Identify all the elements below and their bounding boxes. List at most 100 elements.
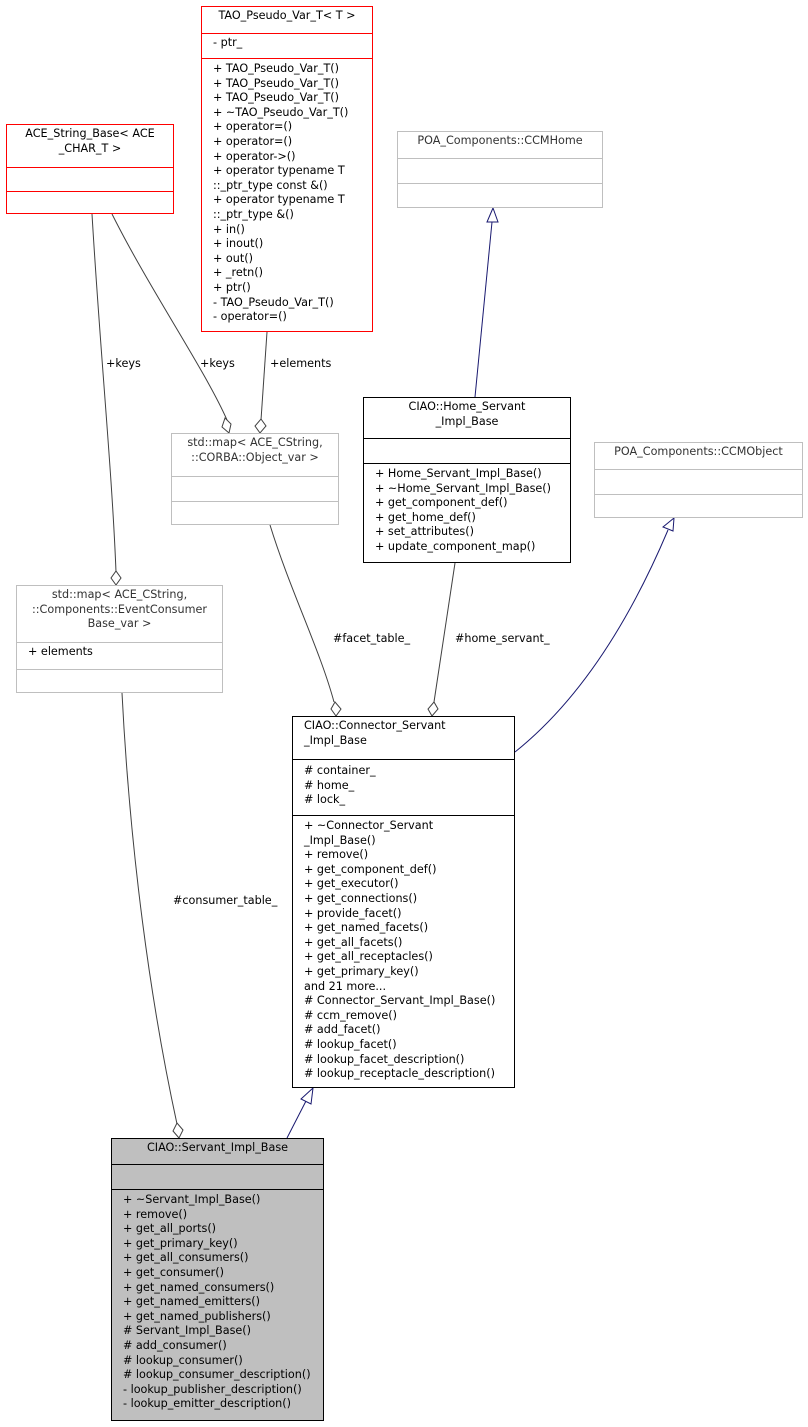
class-member: - operator=() (213, 310, 287, 324)
class-member: # Servant_Impl_Base() (123, 1324, 252, 1338)
class-member: # lookup_consumer_description() (123, 1368, 311, 1382)
class-member: # lookup_facet_description() (304, 1052, 465, 1066)
class-member: + operator=() (213, 120, 293, 134)
class-member: + TAO_Pseudo_Var_T() (213, 76, 340, 90)
edge-home-servant-diamond (427, 701, 439, 717)
class-member: # add_consumer() (123, 1338, 227, 1352)
class-methods (172, 501, 338, 524)
class-member: + set_attributes() (375, 525, 474, 539)
class-attributes (595, 469, 802, 494)
class-title: std::map< ACE_CString, ::Components::Eve… (32, 588, 207, 631)
class-member: + operator typename T (213, 193, 345, 207)
edge-elements (260, 331, 268, 421)
class-member: # lock_ (304, 793, 346, 807)
class-attributes (364, 438, 570, 463)
class-member: + operator->() (213, 149, 296, 163)
class-map-object-var[interactable]: std::map< ACE_CString, ::CORBA::Object_v… (171, 433, 339, 525)
class-member: # lookup_receptacle_description() (304, 1067, 495, 1081)
class-ccm-object[interactable]: POA_Components::CCMObject (594, 442, 803, 518)
class-member: + get_all_consumers() (123, 1251, 249, 1265)
class-connector-servant[interactable]: CIAO::Connector_Servant _Impl_Base # con… (292, 716, 515, 1088)
class-member: + _retn() (213, 266, 263, 280)
class-member: + elements (28, 645, 93, 658)
class-methods: + ~Connector_Servant_Impl_Base()+ remove… (293, 815, 514, 1084)
class-member: + remove() (304, 848, 369, 862)
edge-consumer-table (121, 692, 178, 1125)
edge-consumer-table-diamond (172, 1122, 184, 1139)
class-attributes (172, 476, 338, 501)
class-member: + provide_facet() (304, 906, 402, 920)
edge-label-facet-table: #facet_table_ (333, 632, 411, 645)
class-member: + out() (213, 251, 253, 265)
class-member: + get_primary_key() (123, 1236, 238, 1250)
class-servant-impl-base[interactable]: CIAO::Servant_Impl_Base + ~Servant_Impl_… (111, 1138, 324, 1421)
class-member: + TAO_Pseudo_Var_T() (213, 91, 340, 105)
edge-label-home-servant: #home_servant_ (455, 632, 550, 645)
edge-label-consumer-table: #consumer_table_ (173, 894, 278, 907)
class-map-event-consumer[interactable]: std::map< ACE_CString, ::Components::Eve… (16, 585, 223, 693)
class-title: std::map< ACE_CString, ::CORBA::Object_v… (187, 436, 323, 464)
class-attributes (112, 1164, 323, 1189)
class-member: # container_ (304, 764, 376, 777)
class-member: + ~TAO_Pseudo_Var_T() (213, 105, 349, 119)
class-member: - TAO_Pseudo_Var_T() (213, 295, 334, 309)
class-member: + get_all_facets() (304, 935, 403, 949)
class-title: POA_Components::CCMObject (614, 445, 783, 458)
class-member: + get_consumer() (123, 1265, 225, 1279)
class-member: + TAO_Pseudo_Var_T() (213, 62, 340, 75)
class-methods (17, 669, 222, 692)
class-attributes: + elements (17, 642, 222, 669)
class-member: + get_named_publishers() (123, 1309, 271, 1323)
class-title: CIAO::Servant_Impl_Base (146, 1141, 289, 1154)
class-methods: + TAO_Pseudo_Var_T()+ TAO_Pseudo_Var_T()… (202, 58, 372, 327)
class-member: + inout() (213, 237, 264, 251)
class-methods: + ~Servant_Impl_Base()+ remove() + get_al… (112, 1189, 323, 1414)
class-title: POA_Components::CCMHome (417, 134, 583, 147)
edge-servant-connector (286, 1100, 307, 1139)
class-member: # lookup_facet() (304, 1037, 397, 1051)
class-member: + operator=() (213, 134, 293, 148)
class-member: + get_connections() (304, 891, 418, 905)
class-ccm-home[interactable]: POA_Components::CCMHome (397, 131, 603, 208)
class-home-servant[interactable]: CIAO::Home_Servant _Impl_Base + Home_Ser… (363, 397, 571, 563)
class-member: ::_ptr_type const &() (213, 178, 328, 192)
edge-connector-ccmobject (514, 529, 669, 753)
edge-elements-diamond (254, 418, 267, 434)
edge-facet-table-diamond (330, 701, 342, 717)
class-methods (398, 183, 602, 207)
class-attributes: # container_# home_# lock_ (293, 759, 514, 815)
class-member: + Home_Servant_Impl_Base() (375, 467, 542, 480)
class-member: + get_named_consumers() (123, 1280, 275, 1294)
edge-label-elements: +elements (270, 357, 332, 370)
edge-label-keys-right: +keys (200, 357, 235, 370)
class-tao-pseudo-var[interactable]: TAO_Pseudo_Var_T< T > - ptr_ + TAO_Pseud… (201, 6, 373, 332)
class-member: + get_executor() (304, 877, 399, 891)
edge-keys-left (91, 213, 117, 573)
class-member: and 21 more... (304, 979, 387, 993)
class-member: + ~Home_Servant_Impl_Base() (375, 481, 552, 495)
class-member: + update_component_map() (375, 539, 536, 553)
class-member: - lookup_emitter_description() (123, 1397, 291, 1411)
edge-connector-ccmobject-arrow (662, 516, 675, 532)
class-ace-string-base[interactable]: ACE_String_Base< ACE _CHAR_T > (6, 124, 174, 214)
class-title: TAO_Pseudo_Var_T< T > (218, 9, 356, 22)
class-member: + remove() (123, 1207, 188, 1221)
class-member: _Impl_Base() (304, 833, 376, 847)
class-methods (595, 494, 802, 517)
class-member: + get_primary_key() (304, 964, 419, 978)
class-member: + get_component_def() (375, 496, 508, 510)
class-member: + get_named_emitters() (123, 1295, 261, 1309)
class-title: CIAO::Home_Servant _Impl_Base (408, 400, 526, 428)
class-member: + ~Servant_Impl_Base() (123, 1193, 261, 1206)
edge-servant-connector-arrow (300, 1086, 314, 1105)
class-methods: + Home_Servant_Impl_Base()+ ~Home_Servan… (364, 463, 570, 557)
class-member: + operator typename T (213, 164, 345, 178)
class-member: ::_ptr_type &() (213, 207, 294, 221)
class-title: ACE_String_Base< ACE _CHAR_T > (25, 127, 155, 155)
class-attributes: - ptr_ (202, 33, 372, 58)
class-member: + in() (213, 222, 245, 236)
class-member: - ptr_ (213, 36, 243, 49)
class-member: - lookup_publisher_description() (123, 1382, 302, 1396)
class-member: + get_component_def() (304, 862, 437, 876)
